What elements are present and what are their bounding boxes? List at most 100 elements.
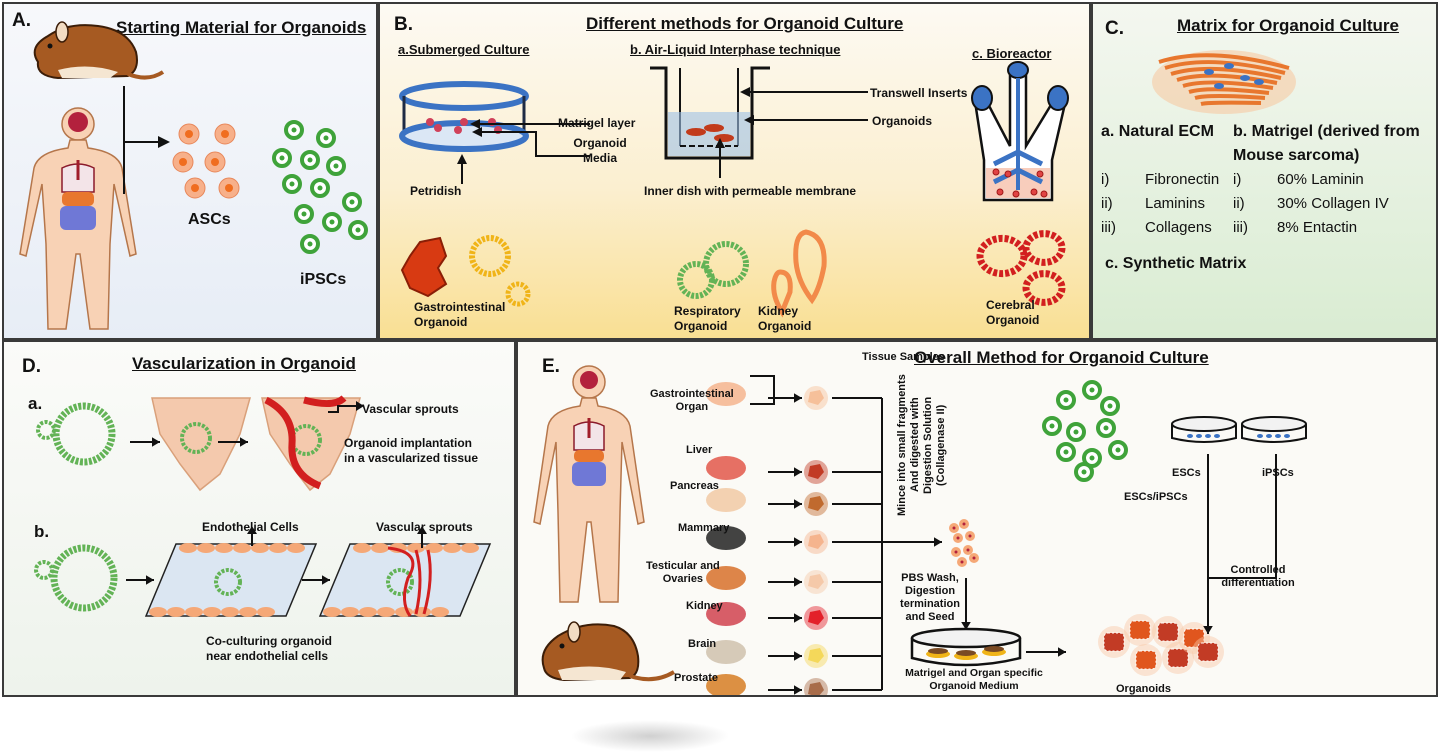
list-text: Fibronectin [1145,171,1220,188]
stem-cell-nucleus [1081,469,1087,475]
vessel-channel [144,543,318,617]
arrow-head [356,401,364,411]
petridish-label: Petridish [410,184,462,198]
endothelial-cell [215,543,233,553]
organoid-result-piece [1135,650,1157,670]
stem-cell-nucleus [1063,397,1069,403]
arrow-head [794,537,802,547]
matrigel-item: i)60% Laminin [1233,168,1389,192]
implantation-caption: Organoid implantation in a vascularized … [344,436,479,465]
tissue-samples-label: Tissue Samples [862,351,945,363]
gastrointestinal-organoid-shape [400,236,448,298]
organoid-in-dish [928,648,948,654]
sprout-pointer [328,405,356,413]
endothelial-cell [461,543,479,553]
panel-letter: A. [12,10,31,31]
list-text: Collagens [1145,219,1212,236]
petri-dish-icon [399,81,529,152]
stem-cell-colony [1275,434,1281,438]
endothelial-cell [257,607,275,617]
arrow-head [794,467,802,477]
escs-label: ESCs [1172,467,1201,479]
ipsc-nucleus [349,199,355,205]
subpanel-b-letter: b. [34,522,50,541]
organoid-result-piece [1129,620,1151,640]
natural-ecm-item: ii)Laminins [1101,192,1219,216]
collagen-fiber [1170,66,1282,80]
list-number: iii) [1101,219,1116,236]
endothelial-cell [185,607,203,617]
endothelial-cell [269,543,287,553]
kidney-organoid-shape [793,229,827,305]
gastrointestinal-organoid-ring [505,281,531,307]
organoid-in-dish [956,650,976,656]
arrow-head [1058,647,1066,657]
arrow-head [794,393,802,403]
organoid-type-respiratory: Respiratory Organoid [674,304,741,333]
esc-ipsc-label: ESCs/iPSCs [1124,491,1188,503]
stem-cell-colony [1214,434,1220,438]
vascular-sprout [387,546,432,617]
tissue-sample-icon [808,534,824,549]
organ-flow-illustration [706,375,1307,695]
panel-letter: C. [1105,18,1124,39]
stem-cell-colony [1196,434,1202,438]
ipsc-nucleus [291,127,297,133]
matrix-protein [1254,79,1264,85]
organ-label: Mammary [678,522,729,535]
culture-dish-rim [910,627,1022,649]
panel-letter: B. [394,14,413,35]
ipsc-nucleus [323,135,329,141]
asc-nucleus [221,130,229,138]
endothelial-cell [323,607,341,617]
culture-dish-wall [910,638,1022,667]
human-body-icon [533,365,645,603]
bioreactor-icon [971,61,1069,202]
ecm-fiber-matrix-icon [1152,50,1296,114]
matrix-protein [1214,83,1224,89]
matrigel-item: iii)8% Entactin [1233,216,1389,240]
arrow-head [794,651,802,661]
stem-cell-colony [1187,434,1193,438]
arrow-head [961,622,971,630]
asc-label: ASCs [188,211,231,228]
kidney-organoid-shape [771,269,793,318]
organ-icon [706,640,746,664]
matrigel-heading: b. Matrigel (derived from Mouse sarcoma) [1233,123,1420,164]
organ-label: Brain [688,638,716,651]
inner-dish-label: Inner dish with permeable membrane [644,184,857,198]
differentiation-bracket [1207,454,1277,579]
organoids-label: Organoids [872,114,933,128]
arrow-head [794,685,802,695]
organoid-ring [386,568,414,596]
branch-arrow [123,86,170,194]
list-text: 60% Laminin [1277,171,1364,188]
fragment-dot [960,560,964,564]
organ-label-line: Organ [675,401,709,413]
ipsc-nucleus [307,241,313,247]
tissue-sample-icon [808,496,824,511]
human-body-icon [19,107,137,330]
controlled-differentiation-label: Controlled differentiation [1221,564,1295,589]
organoid-ring [52,402,116,466]
list-text: 30% Collagen IV [1277,195,1389,212]
tissue-sample-icon [808,574,824,589]
collagen-fiber [1182,80,1274,90]
organ-icon [706,566,746,590]
panel-title: Starting Material for Organoids [116,18,367,37]
subpanel-a-letter: a. [28,394,43,413]
list-number: ii) [1233,195,1245,212]
endothelial-cell [239,607,257,617]
asc-nucleus [225,184,233,192]
list-number: iii) [1233,219,1248,236]
organoid-type-kidney: Kidney Organoid [758,304,812,333]
fragment-dot [952,526,956,530]
panel-b-culture-methods: B. Different methods for Organoid Cultur… [378,2,1091,340]
panel-a-starting-material: A. Starting Material for Organoids ASCs … [2,2,378,340]
organ-icon [706,674,746,695]
endothelial-cell [203,607,221,617]
organoid-in-dish [984,646,1004,652]
fragment-dot [972,556,976,560]
synthetic-matrix-heading: c. Synthetic Matrix [1105,255,1247,272]
